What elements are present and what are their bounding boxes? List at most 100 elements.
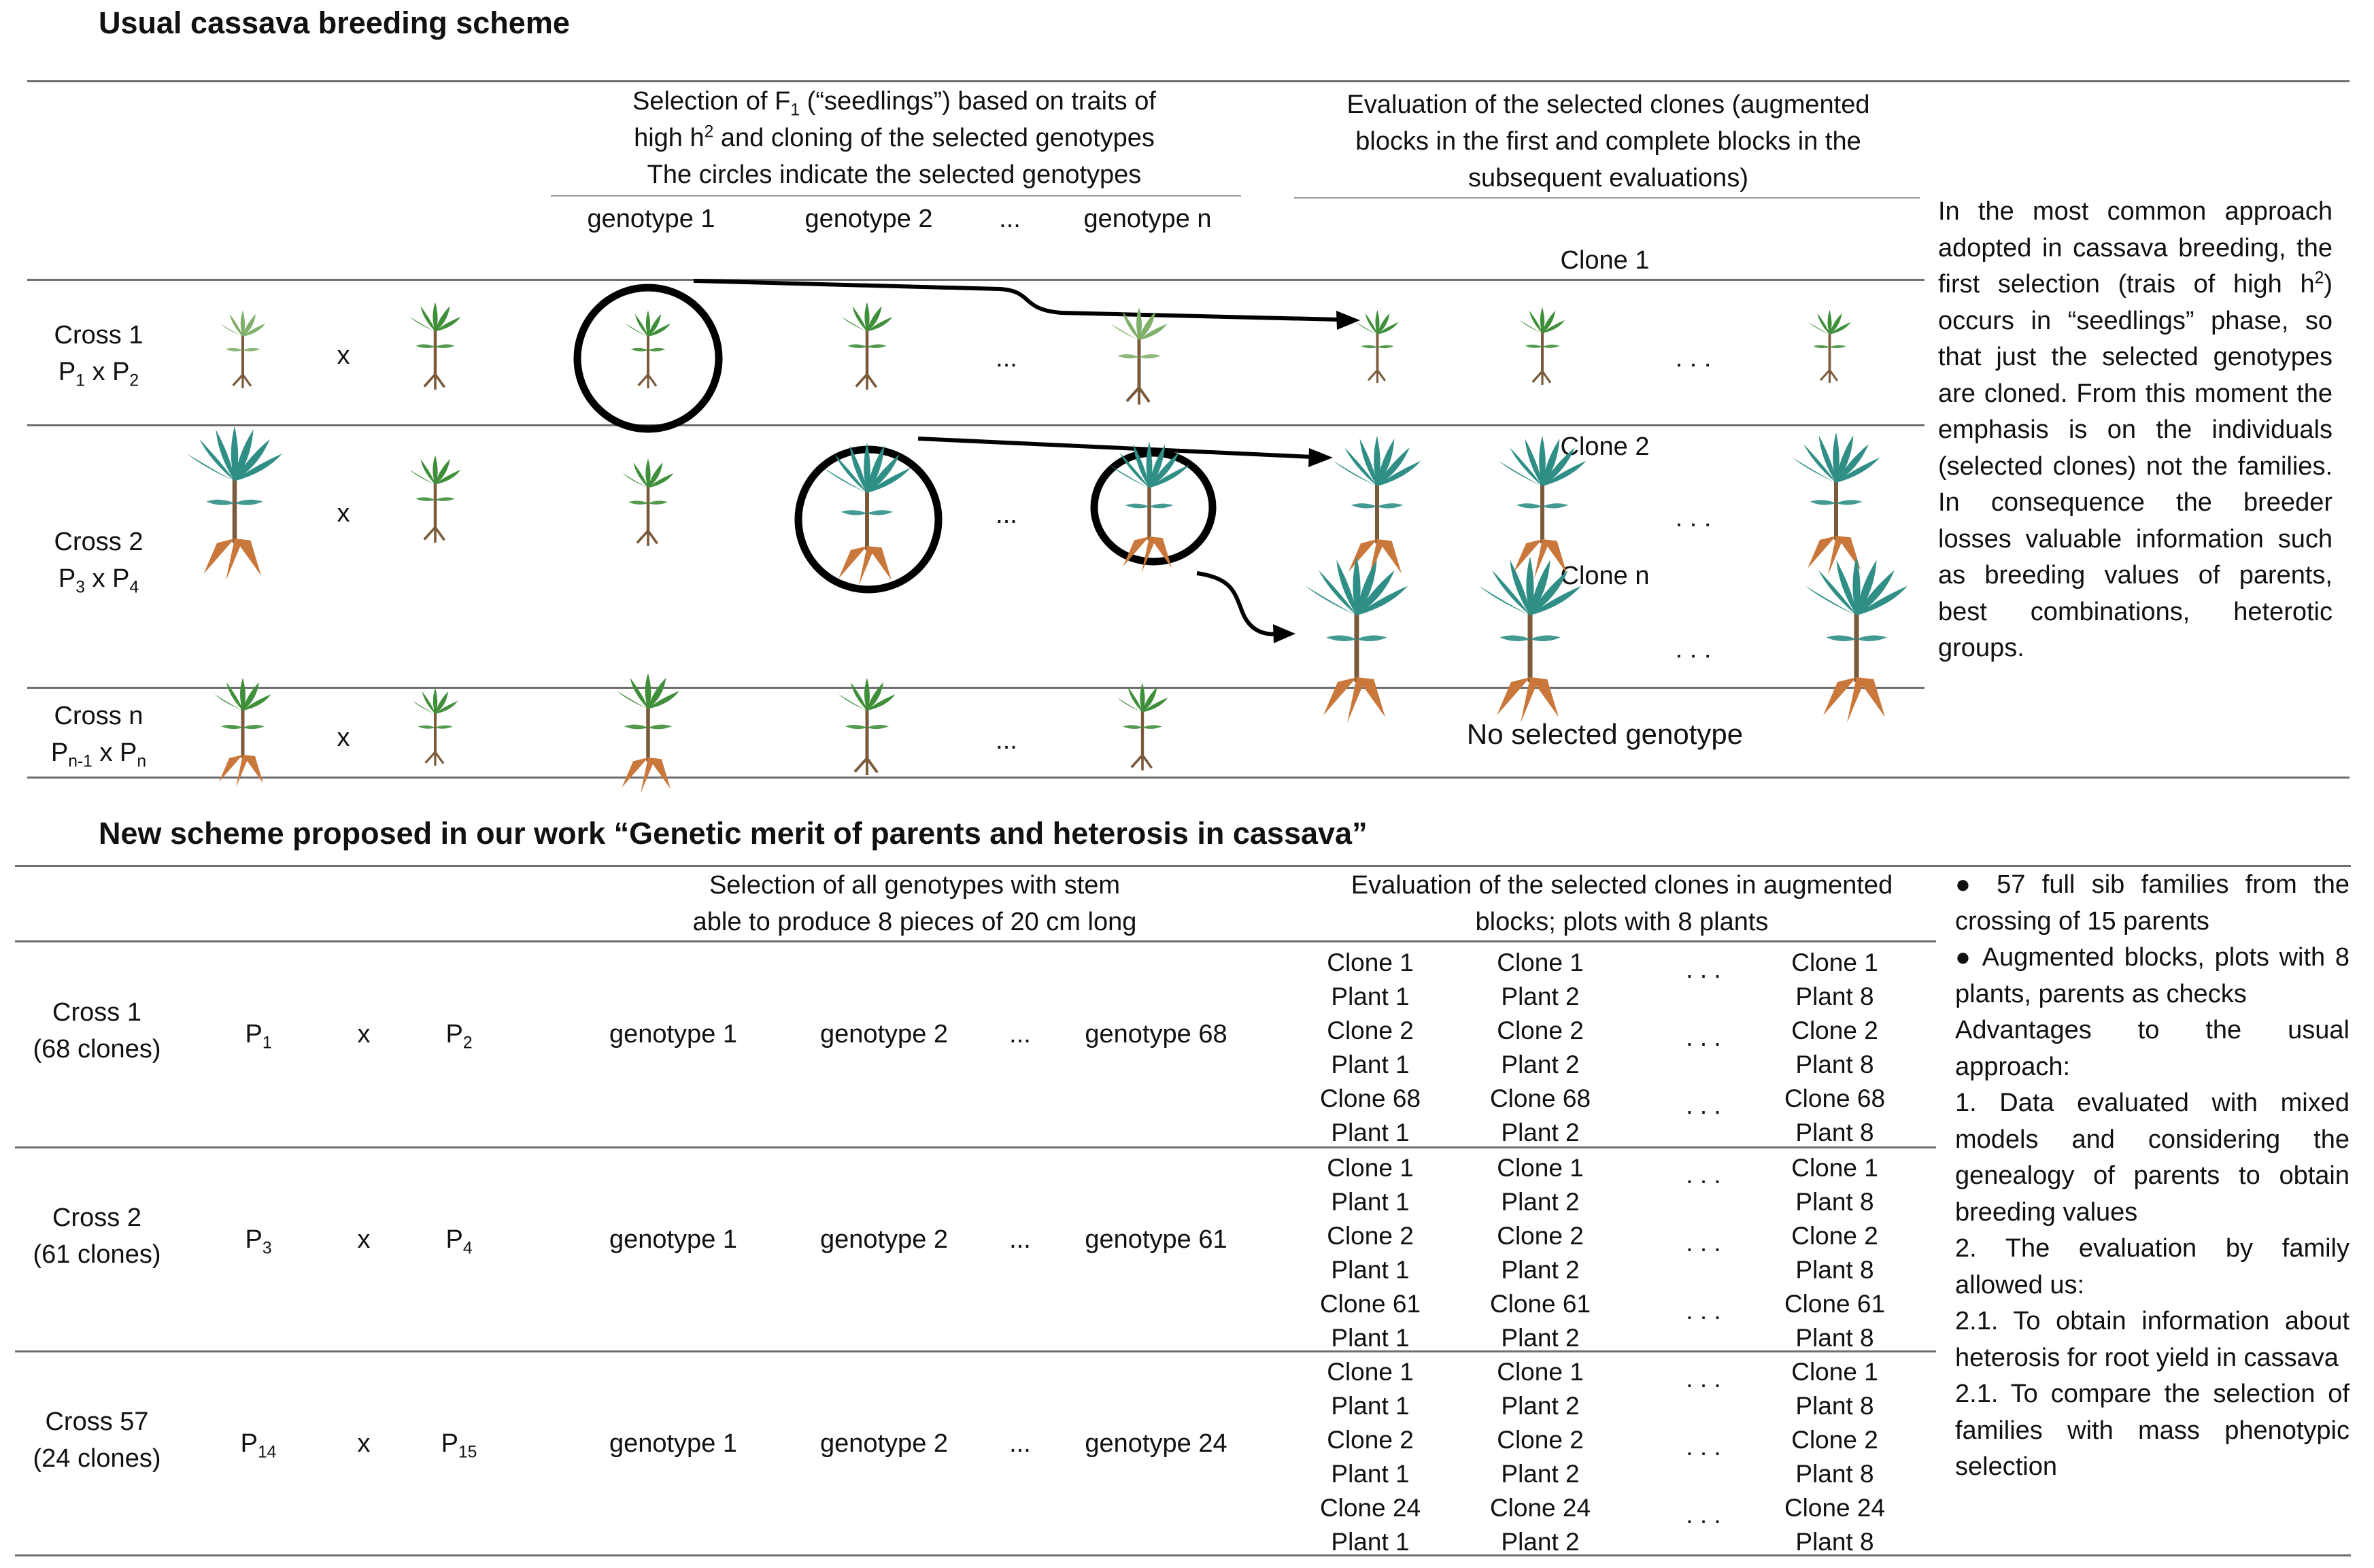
side-list-item: 2.1. To compare the selection of familie… (1955, 1376, 2350, 1486)
cassava-plant-icon (1792, 432, 1880, 575)
grid-plant-label: Plant 2 (1501, 1392, 1580, 1420)
parent-b-letter: P (445, 1020, 463, 1049)
grid-clone-label: Clone 68 (1319, 1085, 1421, 1112)
parent-a-letter: P (245, 1225, 262, 1254)
side-list-item: 2.1. To obtain information about heteros… (1955, 1303, 2350, 1376)
cross-2-label: Cross 2 P3 x P4 (54, 528, 143, 597)
cassava-plant-icon (1117, 683, 1168, 770)
side-list-text: 57 full sib families from the crossing o… (1955, 870, 2350, 936)
parent-b: P15 (428, 1425, 490, 1462)
grid-dots: . . . (1686, 955, 1721, 983)
cross-1-ellipsis: ... (996, 344, 1017, 373)
top-side-explanation: In the most common approach adopted in c… (1938, 197, 2333, 662)
bottom-genotype-label: genotype 1 (609, 1225, 738, 1254)
grid-plant-label: Plant 8 (1795, 983, 1874, 1010)
cassava-plant-icon (838, 678, 896, 775)
grid-plant-label: Plant 8 (1795, 1051, 1874, 1078)
grid-dots: . . . (1686, 1091, 1721, 1119)
cassava-plant-icon (841, 302, 893, 390)
top-rule-row2 (27, 424, 1924, 426)
grid-plant-label: Plant 2 (1501, 1051, 1580, 1078)
grid-plant-label: Plant 8 (1795, 1528, 1874, 1556)
genotype-label-2: genotype 2 (804, 205, 933, 233)
grid-plant-label: Plant 1 (1331, 1256, 1410, 1284)
clone-2-dots: . . . (1675, 504, 1712, 532)
genotype-label-n: genotype n (1083, 205, 1212, 233)
cassava-plant-icon (1333, 435, 1421, 579)
grid-clone-label: Clone 2 (1327, 1222, 1414, 1250)
bottom-cross-clones: (61 clones) (33, 1240, 161, 1269)
grid-clone-label: Clone 2 (1791, 1017, 1878, 1044)
grid-plant-label: Plant 1 (1331, 1051, 1410, 1078)
cross-n-label: Cross n Pn-1 x Pn (50, 702, 147, 771)
cassava-plant-icon (1478, 556, 1582, 723)
grid-plant-label: Plant 2 (1501, 1119, 1580, 1146)
side-list-text: Augmented blocks, plots with 8 plants, p… (1955, 943, 2350, 1008)
cross-x: x (357, 1225, 371, 1254)
parent-a-letter: P (245, 1020, 262, 1049)
bottom-cross-name: Cross 2 (52, 1204, 141, 1232)
grid-clone-label: Clone 24 (1489, 1494, 1591, 1522)
arrow-icon (1308, 448, 1333, 467)
cassava-plant-icon (1805, 556, 1908, 723)
grid-clone-label: Clone 68 (1784, 1085, 1886, 1112)
bottom-scheme-title: New scheme proposed in our work “Genetic… (99, 816, 1368, 851)
grid-dots: . . . (1686, 1501, 1721, 1529)
side-list-item: 1. Data evaluated with mixed models and … (1955, 1085, 2350, 1231)
cassava-plant-icon (220, 310, 266, 388)
cassava-plant-icon (1498, 435, 1587, 579)
grid-plant-label: Plant 8 (1795, 1119, 1874, 1146)
side-list-text: 1. Data evaluated with mixed models and … (1955, 1089, 2350, 1227)
bottom-rule-row2 (15, 1146, 1936, 1148)
grid-plant-label: Plant 8 (1795, 1392, 1874, 1420)
grid-clone-label: Clone 2 (1791, 1222, 1878, 1250)
bottom-genotype-label: genotype 24 (1085, 1429, 1227, 1458)
grid-clone-label: Clone 1 (1791, 1358, 1878, 1386)
grid-dots: . . . (1686, 1297, 1721, 1325)
grid-plant-label: Plant 1 (1331, 1460, 1410, 1488)
cassava-plant-icon (1355, 309, 1399, 383)
parent-a: P3 (231, 1221, 286, 1258)
top-evaluation-underline (1294, 197, 1920, 199)
cassava-plant-icon (823, 442, 911, 585)
grid-plant-label: Plant 2 (1501, 1528, 1580, 1556)
grid-clone-label: Clone 1 (1791, 1154, 1878, 1182)
top-rule-row3 (27, 687, 1924, 689)
cross-x: x (357, 1429, 371, 1458)
grid-plant-label: Plant 8 (1795, 1460, 1874, 1488)
top-rule-bottom (27, 777, 2350, 779)
side-list-item: ● Augmented blocks, plots with 8 plants,… (1955, 940, 2350, 1012)
bottom-selection-header: Selection of all genotypes with stem abl… (692, 871, 1137, 936)
genotype-label-ellipsis: ... (999, 205, 1021, 233)
clone-1-dots: . . . (1675, 344, 1712, 373)
cassava-plant-icon (409, 302, 461, 390)
bottom-cross-name: Cross 57 (45, 1408, 149, 1436)
bottom-evaluation-header: Evaluation of the selected clones in aug… (1351, 871, 1893, 936)
cassava-plant-icon (187, 426, 282, 581)
parent-b-letter: P (441, 1429, 458, 1458)
grid-plant-label: Plant 2 (1501, 1188, 1580, 1216)
grid-dots: . . . (1686, 1433, 1721, 1461)
cassava-plant-icon (214, 678, 271, 787)
arrow-icon (693, 279, 1340, 636)
cassava-plant-icon (1519, 307, 1565, 385)
grid-clone-label: Clone 2 (1327, 1426, 1414, 1454)
parent-a: P1 (231, 1016, 286, 1053)
cassava-plant-icon (625, 310, 671, 388)
grid-plant-label: Plant 8 (1795, 1188, 1874, 1216)
bullet: ● (1955, 870, 1980, 899)
bottom-genotype-label: genotype 2 (819, 1020, 949, 1049)
cross-1-label: Cross 1 P1 x P2 (54, 321, 143, 390)
cross-n-x: x (337, 723, 350, 752)
grid-clone-label: Clone 1 (1791, 949, 1878, 976)
top-evaluation-header: Evaluation of the selected clones (augme… (1346, 90, 1870, 192)
cassava-plant-icon (622, 458, 674, 546)
cross-n-ellipsis: ... (996, 726, 1017, 755)
bottom-genotype-label: genotype 2 (819, 1225, 949, 1254)
grid-clone-label: Clone 2 (1497, 1426, 1584, 1454)
grid-clone-label: Clone 61 (1784, 1290, 1886, 1318)
grid-plant-label: Plant 8 (1795, 1324, 1874, 1352)
top-annotations (573, 279, 1360, 643)
cross-2-x: x (337, 499, 350, 528)
grid-plant-label: Plant 1 (1331, 1119, 1410, 1146)
